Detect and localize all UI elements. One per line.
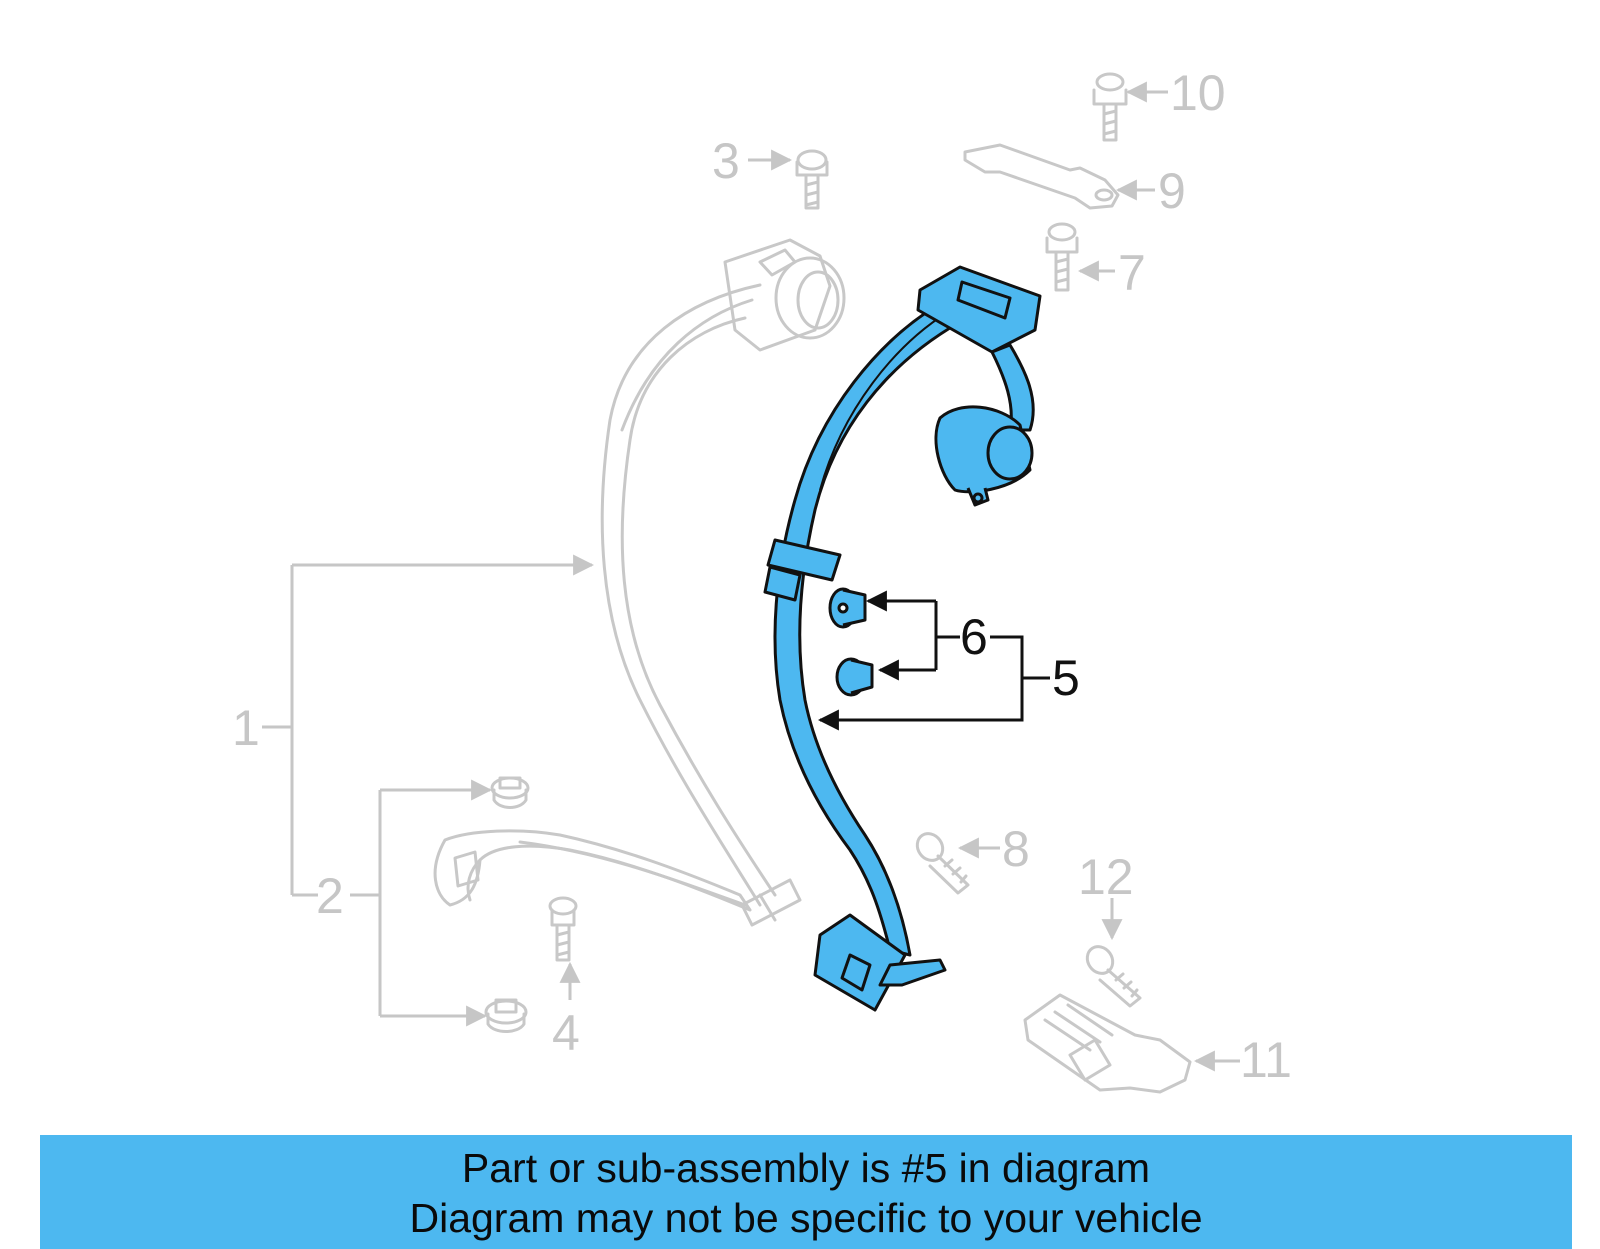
part-10-bolt [1092, 72, 1128, 142]
part-3-bolt [795, 149, 829, 210]
part-2-nut-bottom [484, 998, 528, 1033]
part-7-bolt [1045, 222, 1079, 292]
leader-lines-grey [262, 81, 1240, 1072]
part-2-buckle-strap [433, 829, 752, 912]
part-6-clip-top [828, 587, 867, 629]
part-9-bracket [963, 143, 1120, 210]
leader-lines-dark [817, 601, 1050, 731]
part-5-seat-belt-highlighted [763, 265, 1042, 1012]
callout-2: 2 [316, 868, 344, 924]
callout-1: 1 [232, 700, 260, 756]
callout-11: 11 [1240, 1032, 1292, 1088]
part-12-bolt [1085, 945, 1142, 1008]
callout-6: 6 [960, 609, 988, 665]
banner-line-part: Part or sub-assembly is #5 in diagram [461, 1145, 1151, 1191]
part-8-bolt [915, 832, 970, 895]
callout-3: 3 [712, 133, 740, 189]
banner-line-disclaimer: Diagram may not be specific to your vehi… [409, 1195, 1203, 1241]
callout-9: 9 [1158, 163, 1186, 219]
callout-12: 12 [1078, 849, 1134, 905]
callout-7: 7 [1118, 245, 1146, 301]
part-1-left-belt-assembly [600, 238, 846, 927]
part-2-nut-top [490, 776, 530, 809]
callout-10: 10 [1170, 65, 1226, 121]
part-4-bolt [548, 896, 578, 962]
callout-4: 4 [552, 1005, 580, 1061]
info-banner: Part or sub-assembly is #5 in diagram Di… [40, 1135, 1572, 1249]
part-11-anchor [1023, 993, 1192, 1094]
callout-8: 8 [1002, 821, 1030, 877]
ghost-parts [433, 72, 1192, 1094]
part-6-clip-bottom [835, 657, 874, 697]
callout-5: 5 [1052, 650, 1080, 706]
